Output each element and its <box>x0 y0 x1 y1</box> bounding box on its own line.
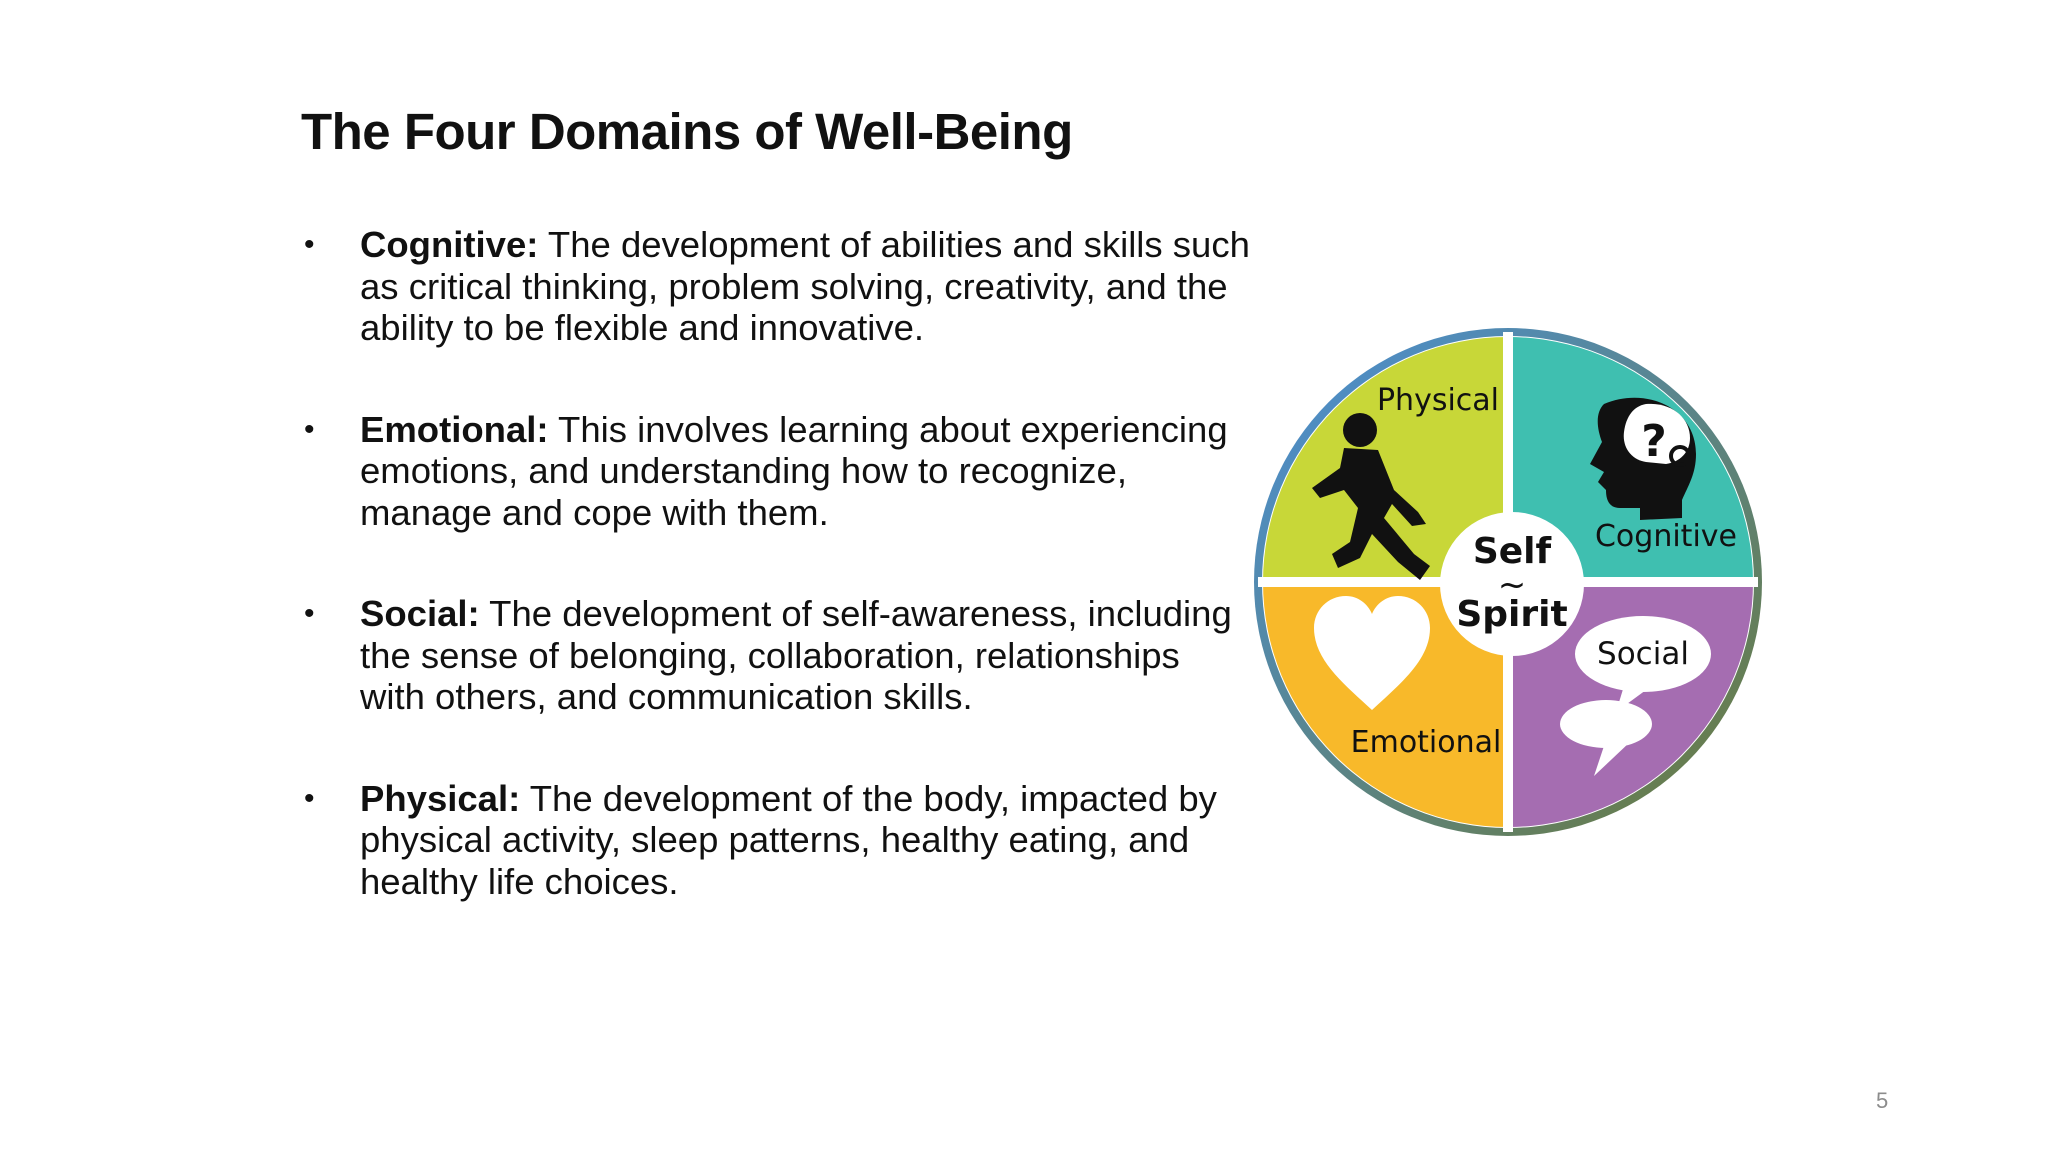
page-number: 5 <box>1876 1088 1889 1113</box>
center-tilde-mark: ~ <box>1498 565 1527 605</box>
center-circle <box>1440 512 1584 656</box>
runner-icon <box>1312 413 1430 580</box>
bullet-term: Cognitive: <box>360 224 539 265</box>
bullet-term: Social: <box>360 593 480 634</box>
label-cognitive: Cognitive <box>1595 519 1737 554</box>
label-emotional: Emotional <box>1351 725 1502 760</box>
bullet-dot-icon: • <box>304 228 315 261</box>
bullet-social: • Social: The development of self-awaren… <box>301 593 1251 718</box>
bullet-text: The development of the body, impacted by… <box>360 777 1217 902</box>
center-label-self: Self <box>1473 531 1552 572</box>
domain-list: • Cognitive: The development of abilitie… <box>301 224 1251 902</box>
heart-icon <box>1314 596 1430 710</box>
bullet-dot-icon: • <box>304 781 315 815</box>
bullet-dot-icon: • <box>304 412 315 446</box>
svg-text:?: ? <box>1641 416 1667 467</box>
bullet-emotional: • Emotional: This involves learning abou… <box>301 409 1251 534</box>
bullet-cognitive: • Cognitive: The development of abilitie… <box>301 224 1251 349</box>
bullet-dot-icon: • <box>304 597 315 630</box>
well-being-wheel: ? Physical Cognitive Emotional Social Se… <box>1248 322 1768 842</box>
bullet-physical: • Physical: The development of the body,… <box>301 778 1251 903</box>
bullet-term: Emotional: <box>360 408 549 450</box>
slide-title: The Four Domains of Well-Being <box>301 103 1073 160</box>
speech-bubbles-icon <box>1560 616 1711 776</box>
center-label-spirit: Spirit <box>1456 594 1567 635</box>
label-social: Social <box>1597 636 1689 672</box>
bullet-term: Physical: <box>360 777 521 819</box>
bullet-text: The development of self-awareness, inclu… <box>360 593 1232 717</box>
label-physical: Physical <box>1377 383 1499 418</box>
bullet-text: This involves learning about experiencin… <box>360 408 1228 533</box>
bullet-text: The development of abilities and skills … <box>360 224 1250 348</box>
well-being-wheel-svg: ? Physical Cognitive Emotional Social Se… <box>1254 328 1762 836</box>
head-question-icon: ? <box>1590 397 1696 520</box>
